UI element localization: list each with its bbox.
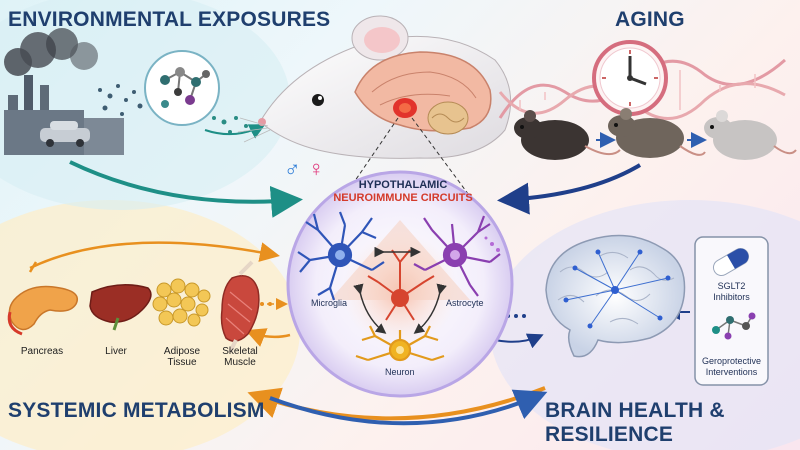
microglia-cell (297, 211, 385, 301)
center-title-line1: HYPOTHALAMIC (358, 179, 448, 191)
muscle-label-line2: Muscle (224, 357, 256, 368)
geroprotective-label-line2: Interventions (705, 367, 758, 377)
clock-icon (592, 40, 668, 116)
liver-label: Liver (105, 346, 127, 357)
molecule-icon (712, 312, 756, 340)
brain-illustration (545, 234, 686, 358)
adipose-label-line1: Adipose (163, 346, 201, 357)
geroprotective-label-line1: Geroprotective (701, 356, 762, 366)
adipose-label-line2: Tissue (167, 357, 197, 368)
astrocyte-cell (413, 215, 501, 297)
pancreas-label: Pancreas (20, 346, 64, 357)
rat-illustration (237, 15, 512, 211)
sglt2-label-line1: SGLT2 (717, 281, 746, 291)
muscle-label-line1: Skeletal (222, 346, 258, 357)
pancreas-organ (7, 285, 78, 336)
center-title-line2: NEUROIMMUNE CIRCUITS (333, 192, 473, 204)
female-symbol: ♀ (308, 156, 325, 181)
aging-title: AGING (615, 8, 685, 31)
male-symbol: ♂ (284, 156, 301, 181)
systemic-metabolism-title: SYSTEMIC METABOLISM (8, 399, 265, 422)
environmental-exposures-title: ENVIRONMENTAL EXPOSURES (8, 8, 331, 31)
factory-illustration (4, 28, 143, 155)
skeletal-muscle (220, 260, 260, 353)
pollutant-molecule (144, 50, 220, 126)
intervention-panel (694, 236, 769, 386)
liver-organ (89, 284, 152, 331)
brain-health-title: BRAIN HEALTH & RESILIENCE (545, 399, 725, 446)
adipose-tissue (152, 278, 211, 327)
pill-icon (712, 248, 750, 276)
microglia-label: Microglia (311, 298, 348, 308)
neuron-label: Neuron (385, 367, 415, 377)
aging-mice (514, 108, 797, 160)
sglt2-label-line2: Inhibitors (713, 292, 750, 302)
neuron-cell (355, 325, 445, 362)
astrocyte-label: Astrocyte (446, 298, 484, 308)
